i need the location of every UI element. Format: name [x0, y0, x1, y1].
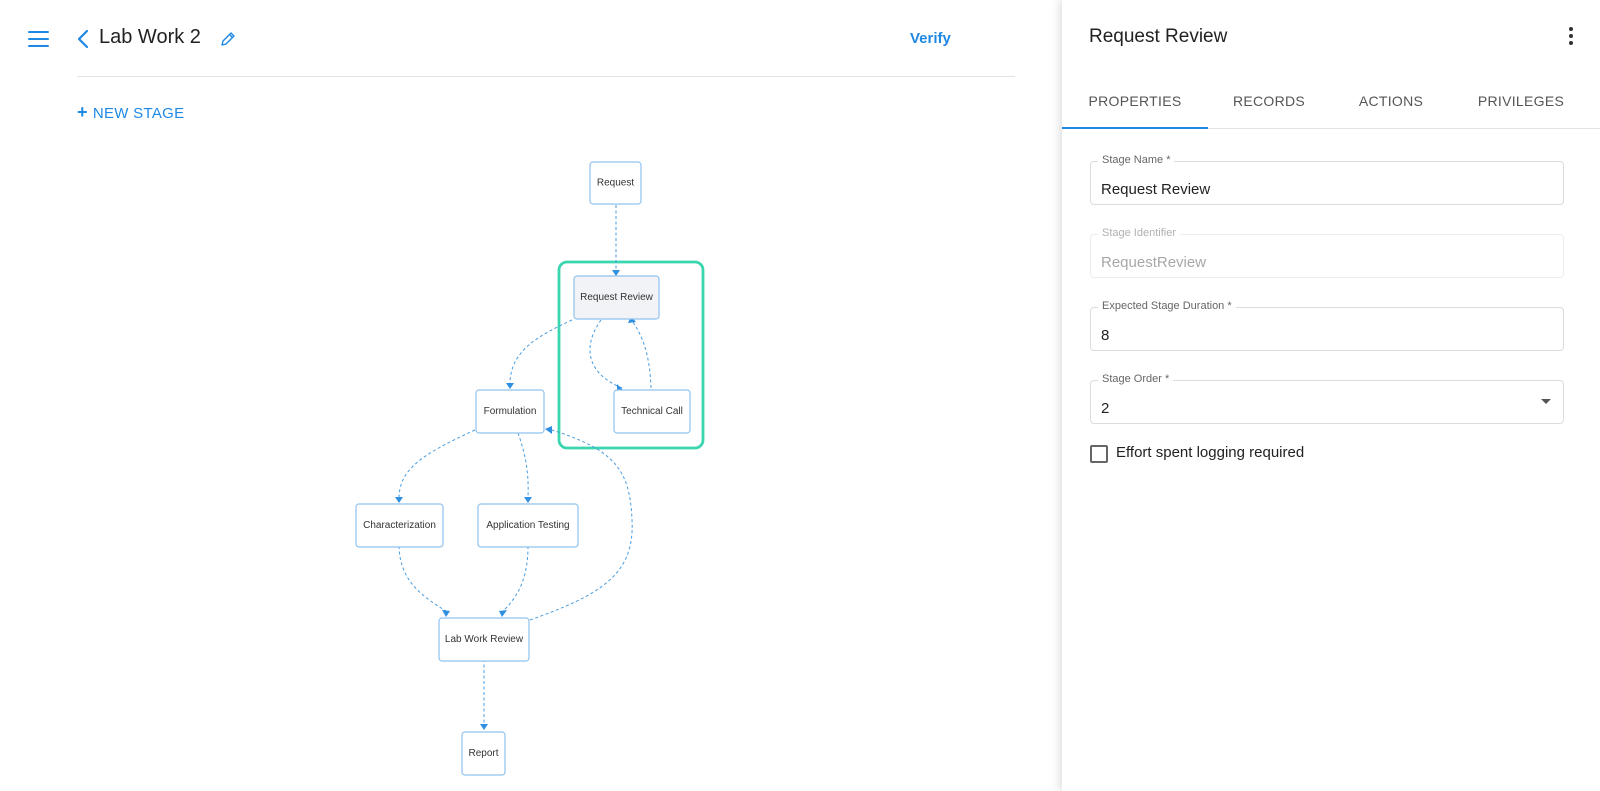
- stage-node-characterization[interactable]: Characterization: [355, 503, 444, 548]
- pencil-icon[interactable]: [218, 29, 238, 49]
- expected-duration-input[interactable]: [1101, 327, 1521, 344]
- edge-testing-to-labreview: [502, 545, 529, 612]
- expected-duration-field[interactable]: Expected Stage Duration *: [1090, 300, 1564, 351]
- arrowhead: [524, 497, 532, 503]
- stage-name-input[interactable]: [1101, 181, 1521, 198]
- stage-node-label: Technical Call: [621, 406, 683, 417]
- page-title: Lab Work 2: [99, 26, 201, 48]
- stage-identifier-label: Stage Identifier: [1098, 227, 1180, 239]
- stage-name-label: Stage Name *: [1098, 154, 1175, 166]
- stage-node-request[interactable]: Request: [589, 161, 642, 205]
- stage-node-label: Request Review: [580, 292, 654, 303]
- workflow-canvas-area: Lab Work 2 Verify +NEW STAGE: [28, 26, 1015, 776]
- stage-identifier-field: Stage Identifier: [1090, 227, 1564, 278]
- stage-node-label: Characterization: [363, 520, 436, 531]
- new-stage-button[interactable]: +NEW STAGE: [77, 102, 184, 123]
- expected-duration-label: Expected Stage Duration *: [1098, 300, 1236, 312]
- edge-review-to-technical: [589, 319, 623, 389]
- tab-properties[interactable]: PROPERTIES: [1062, 80, 1208, 129]
- stage-properties-panel: Request Review PROPERTIES RECORDS ACTION…: [1062, 0, 1600, 791]
- stage-node-technical-call[interactable]: Technical Call: [613, 389, 691, 434]
- stage-node-label: Report: [468, 748, 498, 759]
- selected-group-highlight: [557, 260, 705, 450]
- more-vertical-icon[interactable]: [1568, 27, 1574, 49]
- stage-order-select[interactable]: Stage Order * 2: [1090, 373, 1564, 424]
- arrowhead: [499, 610, 507, 617]
- arrowhead: [545, 426, 552, 434]
- effort-logging-checkbox[interactable]: [1090, 445, 1108, 463]
- arrowhead: [612, 270, 620, 276]
- edge-formulation-to-characterization: [398, 429, 476, 498]
- stage-identifier-input: [1101, 254, 1521, 271]
- tab-records[interactable]: RECORDS: [1232, 93, 1306, 109]
- edges: [395, 205, 652, 730]
- edge-characterization-to-labreview: [398, 545, 447, 612]
- header-divider: [77, 76, 1015, 77]
- stage-node-label: Lab Work Review: [445, 634, 524, 645]
- stage-node-application-testing[interactable]: Application Testing: [477, 503, 579, 548]
- effort-logging-label: Effort spent logging required: [1116, 444, 1305, 461]
- stage-node-request-review[interactable]: Request Review: [573, 275, 660, 320]
- plus-icon: +: [77, 102, 88, 122]
- workflow-diagram: Request Request Review Formulation Techn…: [355, 161, 705, 776]
- stage-node-label: Request: [597, 178, 634, 189]
- panel-tabs: PROPERTIES RECORDS ACTIONS PRIVILEGES: [1062, 80, 1600, 129]
- chevron-left-icon[interactable]: [76, 28, 90, 50]
- edge-formulation-to-testing: [517, 432, 529, 498]
- stage-name-field[interactable]: Stage Name *: [1090, 154, 1564, 205]
- tab-privileges[interactable]: PRIVILEGES: [1477, 93, 1565, 109]
- stage-node-formulation[interactable]: Formulation: [475, 389, 545, 434]
- arrowhead: [442, 610, 450, 617]
- stage-node-report[interactable]: Report: [461, 731, 506, 776]
- tab-actions[interactable]: ACTIONS: [1358, 93, 1424, 109]
- verify-button[interactable]: Verify: [910, 30, 951, 47]
- stage-node-lab-work-review[interactable]: Lab Work Review: [438, 617, 530, 662]
- panel-title: Request Review: [1089, 26, 1228, 47]
- stage-node-label: Formulation: [484, 406, 537, 417]
- stage-order-value: 2: [1101, 400, 1110, 417]
- edge-review-to-formulation: [509, 319, 573, 385]
- arrowhead: [617, 384, 624, 391]
- edge-technical-to-review: [632, 321, 652, 389]
- new-stage-label: NEW STAGE: [92, 105, 185, 122]
- arrowhead: [395, 497, 403, 503]
- stage-order-label: Stage Order *: [1098, 373, 1174, 385]
- dropdown-arrow-icon[interactable]: [1541, 399, 1551, 404]
- stage-node-label: Application Testing: [486, 520, 569, 531]
- arrowhead: [506, 383, 514, 389]
- edge-labreview-to-formulation: [529, 429, 633, 621]
- menu-icon[interactable]: [28, 30, 49, 48]
- arrowhead: [480, 724, 488, 730]
